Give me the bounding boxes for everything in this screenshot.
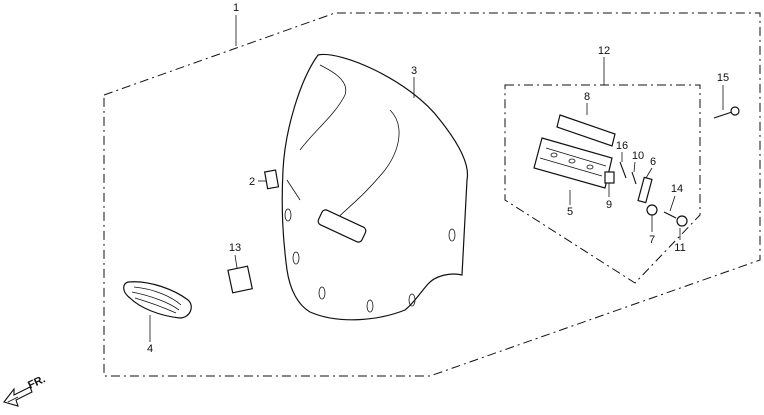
callout-3: 3 <box>411 65 417 77</box>
part-4-lens <box>123 281 192 319</box>
part-10-pin <box>631 171 637 185</box>
part-9-clip <box>604 171 615 184</box>
part-13-sticker <box>227 265 253 294</box>
part-16-screw <box>619 161 627 179</box>
callout-10: 10 <box>632 150 644 162</box>
part-14-screw <box>663 211 677 219</box>
assembly-boundary <box>103 12 761 377</box>
callout-9: 9 <box>606 199 612 211</box>
callout-16: 16 <box>616 140 628 152</box>
callout-1: 1 <box>233 2 239 14</box>
front-direction-arrow: FR. <box>3 373 47 407</box>
callout-13: 13 <box>229 242 241 254</box>
part-2-label-plate <box>263 169 280 190</box>
part-7-grommet <box>646 204 658 216</box>
windscreen-part <box>281 53 469 321</box>
callout-15: 15 <box>717 72 729 84</box>
part-15-bolt-head <box>730 106 740 116</box>
callout-7: 7 <box>649 234 655 246</box>
part-6-bracket <box>637 176 653 204</box>
callout-2: 2 <box>249 176 255 188</box>
part-5-housing <box>533 137 613 189</box>
callout-14: 14 <box>671 183 683 195</box>
callout-4: 4 <box>147 343 153 355</box>
subassembly-boundary <box>504 84 701 284</box>
callout-5: 5 <box>567 206 573 218</box>
callout-11: 11 <box>674 242 685 254</box>
part-15-bolt <box>713 111 733 119</box>
callout-8: 8 <box>584 91 590 103</box>
callout-6: 6 <box>650 156 656 168</box>
part-8-gasket <box>556 114 616 147</box>
callout-12: 12 <box>598 45 610 57</box>
front-direction-label: FR. <box>26 373 47 391</box>
part-11-nut <box>676 215 688 227</box>
